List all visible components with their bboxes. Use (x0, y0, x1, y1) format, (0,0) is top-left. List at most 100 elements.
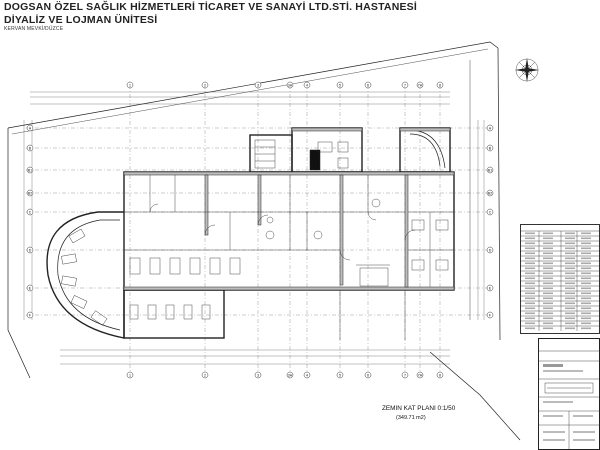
grid-row-label: C (489, 210, 492, 214)
table-cell-text (525, 317, 535, 320)
table-cell-text (565, 317, 575, 320)
room-schedule-table (520, 224, 600, 334)
table-cell-text (565, 302, 575, 305)
table-cell-text (565, 292, 575, 295)
grid-row-label: A (29, 126, 32, 130)
grid-column-label: 3 (257, 373, 259, 377)
table-cell-text (525, 327, 535, 330)
table-cell-text (581, 282, 591, 285)
grid-row-label: B1 (28, 168, 32, 172)
dimension-lines-top (30, 91, 450, 105)
grid-column-label: 8 (439, 373, 441, 377)
table-cell-text (565, 297, 575, 300)
table-cell-text (543, 302, 553, 305)
grid-column-label: 4 (306, 83, 308, 87)
table-cell-text (565, 287, 575, 290)
table-cell-text (525, 292, 535, 295)
table-cell-text (525, 262, 535, 265)
table-cell-text (525, 257, 535, 260)
grid-row-label: F (29, 313, 32, 317)
table-cell-text (581, 242, 591, 245)
table-cell-text (565, 262, 575, 265)
furniture (254, 139, 449, 271)
grid-row-label: B2 (28, 191, 32, 195)
table-cell-text (581, 312, 591, 315)
table-cell-text (543, 257, 553, 260)
grid-lines-vertical (129, 85, 441, 375)
interior-partitions (124, 175, 454, 287)
table-cell-text (525, 247, 535, 250)
grid-bubbles-left (26, 124, 34, 319)
grid-row-label: A (489, 126, 492, 130)
grid-column-label: 3 (257, 83, 259, 87)
table-cell-text (581, 232, 591, 235)
grid-row-label: B2 (488, 191, 492, 195)
table-cell-text (525, 322, 535, 325)
grid-column-label: 7 (404, 373, 406, 377)
wall-blocks (123, 127, 455, 291)
table-cell-text (525, 252, 535, 255)
grid-column-label: 7A (418, 373, 423, 377)
table-cell-text (525, 242, 535, 245)
table-cell-text (565, 327, 575, 330)
door-swings (149, 203, 416, 261)
grid-row-label: E (29, 286, 32, 290)
site-boundary (7, 41, 521, 441)
dimension-lines-bottom (60, 349, 450, 365)
dimension-lines-right (477, 120, 485, 320)
title-block: DOGSAN ÖZEL SAĞLIK HİZMETLERİ TİCARET VE… (4, 2, 417, 32)
dialysis-beds (61, 228, 241, 326)
table-cell-text (525, 272, 535, 275)
table-cell-text (543, 267, 553, 270)
drawing-title: DOGSAN ÖZEL SAĞLIK HİZMETLERİ TİCARET VE… (4, 1, 417, 13)
table-cell-text (581, 302, 591, 305)
entrance-path (339, 290, 406, 340)
table-cell-text (565, 237, 575, 240)
table-cell-text (543, 307, 553, 310)
table-cell-text (565, 282, 575, 285)
grid-row-label: F (489, 313, 492, 317)
table-cell-text (565, 242, 575, 245)
table-cell-text (581, 322, 591, 325)
drawing-subtitle: DİYALİZ VE LOJMAN ÜNİTESİ (4, 13, 158, 26)
table-cell-text (543, 317, 553, 320)
table-cell-text (565, 322, 575, 325)
grid-column-label: 8 (439, 83, 441, 87)
table-cell-text (581, 252, 591, 255)
table-cell-text (525, 287, 535, 290)
table-cell-text (525, 232, 535, 235)
grid-column-label: 7A (418, 83, 423, 87)
grid-column-label: 6 (367, 373, 369, 377)
table-cell-text (565, 232, 575, 235)
table-cell-text (525, 312, 535, 315)
grid-column-label: 1 (129, 373, 131, 377)
location-text: KERVAN MEVKİ/DÜZCE (4, 26, 64, 32)
grid-column-label: 2 (204, 83, 206, 87)
grid-row-label: D (29, 248, 32, 252)
table-cell-text (543, 252, 553, 255)
table-cell-text (525, 282, 535, 285)
table-cell-text (565, 257, 575, 260)
table-cell-text (565, 277, 575, 280)
grid-row-label: D (489, 248, 492, 252)
grid-column-label: 6 (367, 83, 369, 87)
table-cell-text (565, 272, 575, 275)
table-cell-text (543, 287, 553, 290)
table-cell-text (565, 307, 575, 310)
grid-bubbles-top (126, 81, 444, 89)
grid-bubbles-bottom (126, 371, 444, 379)
table-cell-text (543, 262, 553, 265)
table-cell-text (543, 282, 553, 285)
table-cell-text (581, 292, 591, 295)
grid-column-label: 3A (288, 83, 293, 87)
grid-column-label: 7 (404, 83, 406, 87)
north-arrow-icon (515, 58, 539, 82)
table-cell-text (543, 297, 553, 300)
table-cell-text (543, 277, 553, 280)
grid-row-label: B1 (488, 168, 492, 172)
grid-column-label: 3A (288, 373, 293, 377)
table-cell-text (525, 237, 535, 240)
table-cell-text (525, 267, 535, 270)
table-cell-text (525, 302, 535, 305)
